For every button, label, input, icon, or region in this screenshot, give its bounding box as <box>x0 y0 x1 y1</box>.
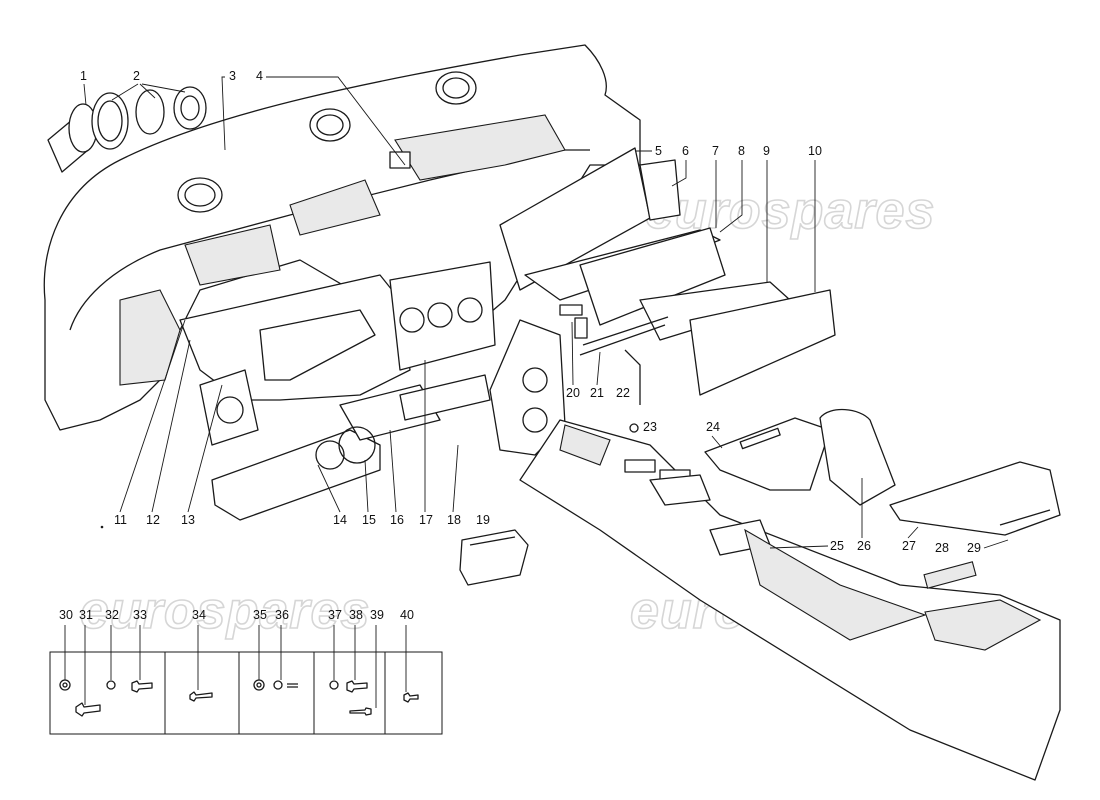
callout-29: 29 <box>967 541 981 555</box>
callout-5: 5 <box>655 144 662 158</box>
leader-16 <box>389 429 397 513</box>
callout-31: 31 <box>79 608 93 622</box>
nut-hole-icon <box>62 682 68 688</box>
leader-24 <box>711 435 723 449</box>
callout-36: 36 <box>275 608 289 622</box>
dashboard-panel <box>43 44 641 431</box>
leader-2 <box>111 83 186 101</box>
callout-4: 4 <box>256 69 263 83</box>
callout-21: 21 <box>590 386 604 400</box>
leader-12 <box>151 339 191 513</box>
callout-12: 12 <box>146 513 160 527</box>
callout-17: 17 <box>419 513 433 527</box>
callout-38: 38 <box>349 608 363 622</box>
callout-37: 37 <box>328 608 342 622</box>
stray-dot <box>100 525 104 529</box>
leader-14 <box>317 464 341 513</box>
trim-panels <box>499 147 836 396</box>
callout-20: 20 <box>566 386 580 400</box>
callout-13: 13 <box>181 513 195 527</box>
leader-1 <box>83 83 87 106</box>
callout-39: 39 <box>370 608 384 622</box>
callout-18: 18 <box>447 513 461 527</box>
callout-32: 32 <box>105 608 119 622</box>
leader-25 <box>769 545 829 549</box>
center-console <box>519 419 1061 781</box>
leader-6 <box>671 160 687 187</box>
callout-22: 22 <box>616 386 630 400</box>
leader-8 <box>719 160 743 233</box>
leader-21 <box>596 351 601 386</box>
washer-icon-2 <box>273 680 283 690</box>
watermark-top-right: eurospares <box>645 182 935 240</box>
console-front <box>489 319 566 456</box>
callout-34: 34 <box>192 608 206 622</box>
leader-13 <box>187 384 223 513</box>
callout-19: 19 <box>476 513 490 527</box>
leader-15 <box>364 459 369 513</box>
callout-3: 3 <box>229 69 236 83</box>
wood-screw-icon <box>189 691 213 702</box>
callout-7: 7 <box>712 144 719 158</box>
bolt-icon <box>75 702 101 717</box>
callout-labels: 1 2 3 4 5 6 7 8 9 10 11 12 13 14 15 16 1… <box>80 69 1009 555</box>
callout-11: 11 <box>114 513 127 527</box>
callout-1: 1 <box>80 69 87 83</box>
callout-27: 27 <box>902 539 916 553</box>
nut-hole-icon-2 <box>256 682 262 688</box>
callout-24: 24 <box>706 420 720 434</box>
console-lid-parts <box>704 408 1061 589</box>
screw-icon-3 <box>349 707 372 716</box>
leader-29 <box>983 539 1009 549</box>
washer-icon-3 <box>329 680 339 690</box>
screw-icon <box>131 680 153 693</box>
knob-assembly <box>47 86 207 173</box>
screw-icon-4 <box>403 692 419 703</box>
callout-28: 28 <box>935 541 949 555</box>
callout-40: 40 <box>400 608 414 622</box>
callout-9: 9 <box>763 144 770 158</box>
hardware-table: 30 31 32 33 34 35 36 37 38 39 40 <box>49 608 443 735</box>
callout-30: 30 <box>59 608 73 622</box>
leader-18 <box>452 444 459 513</box>
callout-8: 8 <box>738 144 745 158</box>
callout-2: 2 <box>133 69 140 83</box>
callout-23: 23 <box>643 420 657 434</box>
hardware-table-dividers <box>164 652 386 734</box>
callout-10: 10 <box>808 144 822 158</box>
leader-4 <box>266 76 406 166</box>
nut-icon-2 <box>253 679 265 691</box>
leader-20 <box>571 321 574 386</box>
instrument-housing <box>179 261 496 521</box>
watermark-bottom-left: eurospares <box>80 582 370 640</box>
callout-35: 35 <box>253 608 267 622</box>
nut-icon <box>59 679 71 691</box>
leader-11 <box>119 319 186 513</box>
spring-icon <box>287 683 298 688</box>
washer-icon <box>106 680 116 690</box>
callout-33: 33 <box>133 608 147 622</box>
callout-26: 26 <box>857 539 871 553</box>
small-parts <box>459 304 641 586</box>
callout-16: 16 <box>390 513 404 527</box>
screw-icon-2 <box>346 680 368 693</box>
callout-25: 25 <box>830 539 844 553</box>
hardware-table-frame <box>49 651 443 735</box>
callout-6: 6 <box>682 144 689 158</box>
leader-27 <box>907 526 919 539</box>
leader-3 <box>221 76 226 151</box>
callout-15: 15 <box>362 513 376 527</box>
callout-14: 14 <box>333 513 347 527</box>
